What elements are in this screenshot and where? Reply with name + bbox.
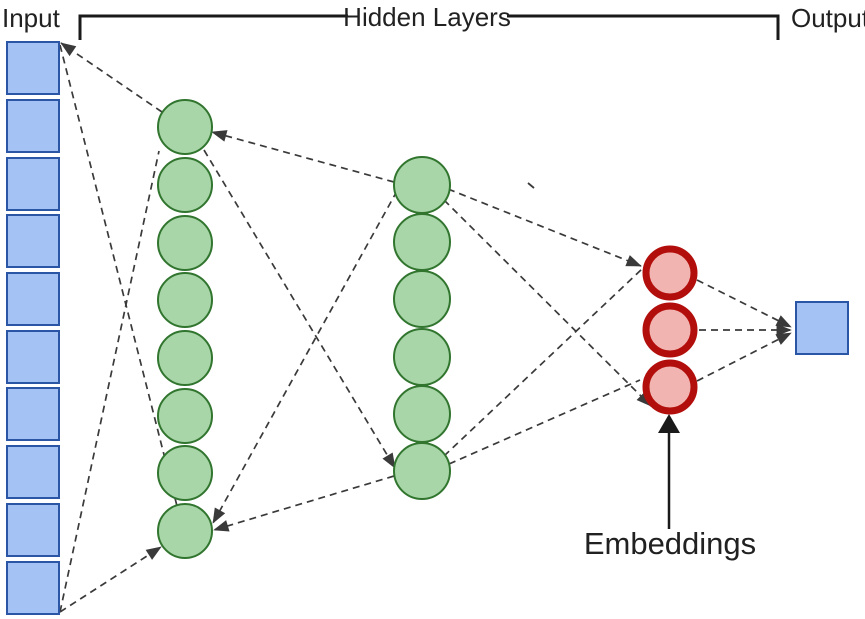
embedding-neuron-2 xyxy=(642,302,698,358)
input-square-7 xyxy=(6,387,60,441)
connection-hidden2-n1-to-hidden1-n8 xyxy=(212,190,398,524)
hidden2-neuron-2 xyxy=(393,213,451,271)
connection-hidden2-n6-to-hidden1-n8 xyxy=(213,475,395,532)
input-square-8 xyxy=(6,445,60,499)
connection-embedding-n1-to-output-node xyxy=(696,279,792,328)
connection-hidden1-n1-to-hidden2-n6 xyxy=(203,149,396,469)
connection-hidden2-n1-to-hidden1-n1 xyxy=(211,130,395,183)
embeddings-label: Embeddings xyxy=(583,526,757,561)
connection-input-bottom-corner-to-hidden1-n8 xyxy=(59,546,162,613)
embedding-neuron-3 xyxy=(642,359,698,415)
input-square-5 xyxy=(6,272,60,326)
input-square-9 xyxy=(6,503,60,557)
connection-input-top-corner-to-hidden1-n8 xyxy=(59,44,178,507)
connection-hidden2-n1-to-embedding-n1 xyxy=(447,188,642,267)
hidden1-neuron-1 xyxy=(157,99,213,155)
output-square xyxy=(795,301,849,355)
hidden1-neuron-7 xyxy=(157,445,213,501)
input-square-3 xyxy=(6,157,60,211)
stray-mark xyxy=(527,182,535,189)
connection-hidden1-n1-to-input-top-corner xyxy=(60,42,163,113)
hidden2-neuron-5 xyxy=(393,385,451,443)
hidden1-neuron-4 xyxy=(157,272,213,328)
hidden2-neuron-4 xyxy=(393,328,451,386)
hidden1-neuron-3 xyxy=(157,215,213,271)
connection-embedding-n3-to-output-node xyxy=(696,332,792,382)
hidden-layers-label: Hidden Layers xyxy=(343,2,511,32)
hidden-layers-bracket xyxy=(78,14,780,40)
input-square-2 xyxy=(6,99,60,153)
input-square-6 xyxy=(6,330,60,384)
output-label: Output xyxy=(791,3,865,33)
hidden2-neuron-3 xyxy=(393,270,451,328)
connection-input-bottom-corner-to-hidden1-n1 xyxy=(59,150,160,613)
hidden2-neuron-6 xyxy=(393,442,451,500)
connection-hidden2-n6-to-embedding-n1 xyxy=(443,268,643,457)
input-square-4 xyxy=(6,214,60,268)
hidden1-neuron-8 xyxy=(157,503,213,559)
embedding-neuron-1 xyxy=(642,245,698,301)
input-label: Input xyxy=(2,3,60,33)
hidden1-neuron-5 xyxy=(157,330,213,386)
hidden1-neuron-2 xyxy=(157,157,213,213)
input-square-1 xyxy=(6,41,60,95)
hidden2-neuron-1 xyxy=(393,156,451,214)
embeddings-arrow-head xyxy=(658,414,680,433)
input-square-10 xyxy=(6,561,60,615)
connection-hidden2-n1-to-embedding-n3 xyxy=(443,199,652,407)
connection-hidden2-n6-to-embedding-n3 xyxy=(448,379,641,465)
hidden1-neuron-6 xyxy=(157,388,213,444)
